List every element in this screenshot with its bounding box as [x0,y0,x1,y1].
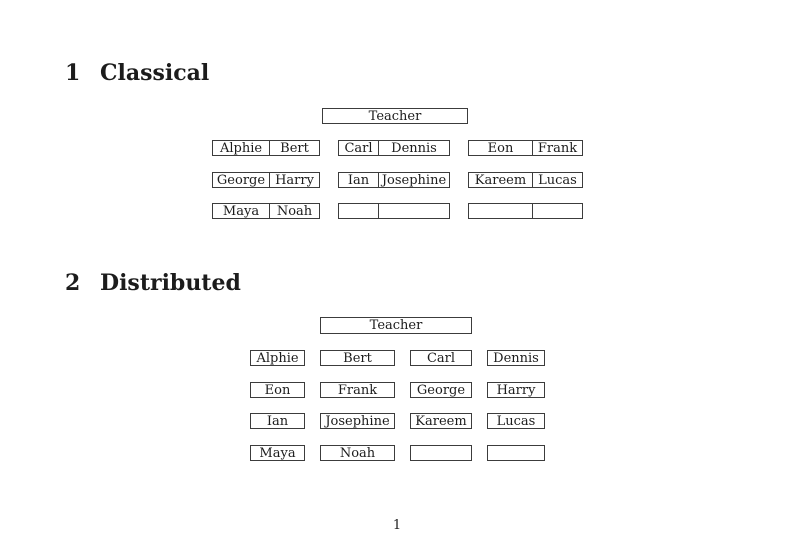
desk-box: Alphie Bert [212,140,320,156]
seat-frank: Frank [537,141,578,155]
seat-empty [410,445,472,461]
seat-lucas: Lucas [538,173,577,187]
seat-carl: Carl [410,350,472,366]
seat-bert: Bert [320,350,395,366]
seat-george: George [410,382,472,398]
section-2-heading: 2 Distributed [65,270,241,296]
seat-frank: Frank [320,382,395,398]
desk-box: George Harry [212,172,320,188]
seat-lucas: Lucas [487,413,545,429]
teacher-box-classical: Teacher [322,108,468,124]
seat-alphie: Alphie [213,141,270,155]
section-1-heading: 1 Classical [65,60,210,86]
section-1-number: 1 [65,60,81,86]
desk-box: Ian Josephine [338,172,450,188]
seat-harry: Harry [275,173,314,187]
seat-george: George [213,173,270,187]
seat-alphie: Alphie [250,350,305,366]
seat-ian: Ian [339,173,379,187]
seat-noah: Noah [320,445,395,461]
seat-bert: Bert [280,141,309,155]
seat-ian: Ian [250,413,305,429]
desk-box: Carl Dennis [338,140,450,156]
seat-dennis: Dennis [391,141,437,155]
seat-maya: Maya [250,445,305,461]
seat-empty [533,204,582,218]
seat-kareem: Kareem [469,173,533,187]
seat-dennis: Dennis [487,350,545,366]
desk-box-empty [338,203,450,219]
desk-box: Maya Noah [212,203,320,219]
seat-empty [339,204,379,218]
seat-kareem: Kareem [410,413,472,429]
desk-box-empty [468,203,583,219]
section-1-title: Classical [100,60,210,86]
seat-empty [469,204,533,218]
seat-noah: Noah [276,204,313,218]
section-2-title: Distributed [100,270,241,296]
seat-empty [379,204,449,218]
teacher-box-distributed: Teacher [320,317,472,334]
page-number: 1 [392,518,402,533]
seat-josephine: Josephine [320,413,395,429]
desk-box: Eon Frank [468,140,583,156]
section-2-number: 2 [65,270,81,296]
seat-harry: Harry [487,382,545,398]
seat-josephine: Josephine [381,173,447,187]
seat-eon: Eon [469,141,533,155]
seat-maya: Maya [213,204,270,218]
seat-carl: Carl [339,141,379,155]
seat-eon: Eon [250,382,305,398]
desk-box: Kareem Lucas [468,172,583,188]
seat-empty [487,445,545,461]
